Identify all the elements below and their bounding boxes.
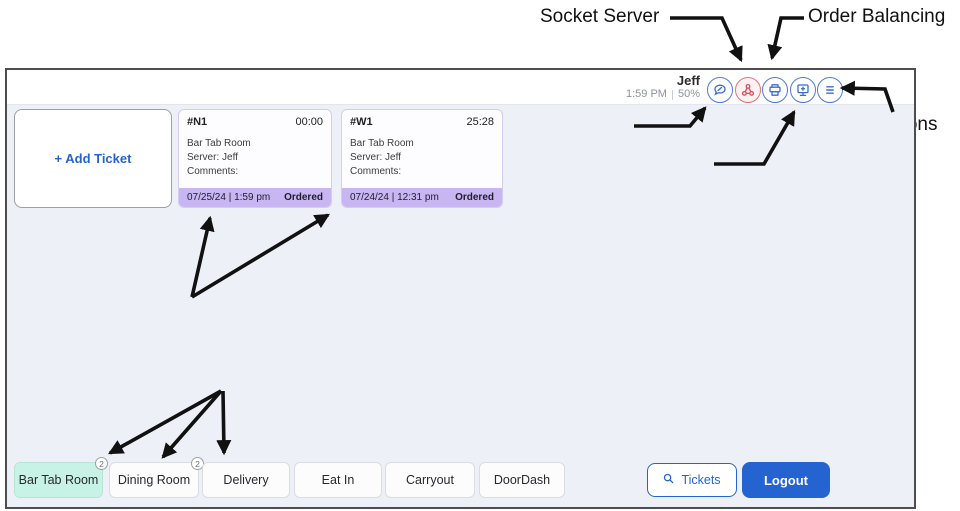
add-ticket-button[interactable]: + Add Ticket xyxy=(14,109,172,208)
annotation-order-balancing: Order Balancing xyxy=(808,6,946,27)
ticket-timer: 00:00 xyxy=(295,116,323,128)
ticket-date: 07/24/24 | 12:31 pm xyxy=(350,192,439,203)
ticket-timer: 25:28 xyxy=(466,116,494,128)
ticket-room: Bar Tab Room xyxy=(350,138,414,149)
ticket-comments: Comments: xyxy=(187,166,239,177)
printer-button[interactable] xyxy=(762,77,788,103)
ticket-room: Bar Tab Room xyxy=(187,138,251,149)
app-header: Jeff 1:59 PM 50% xyxy=(7,70,914,105)
messages-button[interactable] xyxy=(707,77,733,103)
room-ticket-count-badge: 2 xyxy=(95,457,108,470)
ticket-id: #N1 xyxy=(187,116,208,128)
annotation-socket-server: Socket Server xyxy=(540,6,660,27)
user-status-line: 1:59 PM 50% xyxy=(626,88,700,101)
room-button-dining-room[interactable]: Dining Room 2 xyxy=(109,457,204,498)
ticket-status: Ordered xyxy=(284,192,323,203)
ticket-status: Ordered xyxy=(455,192,494,203)
room-button-label: Eat In xyxy=(321,473,355,487)
battery-percent: 50% xyxy=(677,88,700,100)
ticket-server: Server: Jeff xyxy=(350,152,401,163)
divider xyxy=(671,89,673,100)
order-balancing-icon xyxy=(795,82,811,98)
ticket-footer: 07/24/24 | 12:31 pm Ordered xyxy=(342,188,502,207)
options-button[interactable] xyxy=(817,77,843,103)
ticket-id: #W1 xyxy=(350,116,373,128)
clock-time: 1:59 PM xyxy=(626,88,667,100)
ticket-date: 07/25/24 | 1:59 pm xyxy=(187,192,271,203)
user-info: Jeff 1:59 PM 50% xyxy=(626,73,700,101)
printer-icon xyxy=(767,82,783,98)
ticket-footer: 07/25/24 | 1:59 pm Ordered xyxy=(179,188,331,207)
header-icon-row xyxy=(707,77,843,103)
room-button-label: Bar Tab Room xyxy=(18,473,99,487)
room-button-label: Delivery xyxy=(223,473,269,487)
room-button-label: Carryout xyxy=(406,473,454,487)
tickets-search-button[interactable]: Tickets xyxy=(647,463,737,497)
order-balancing-button[interactable] xyxy=(789,77,816,103)
room-button-delivery[interactable]: Delivery xyxy=(202,462,290,498)
room-button-eat-in[interactable]: Eat In xyxy=(294,462,382,498)
room-button-carryout[interactable]: Carryout xyxy=(385,462,475,498)
ticket-card[interactable]: #N1 00:00 Bar Tab Room Server: Jeff Comm… xyxy=(178,109,332,208)
room-button-doordash[interactable]: DoorDash xyxy=(479,462,565,498)
ticket-body: Bar Tab Room Server: Jeff Comments: xyxy=(179,128,331,179)
search-icon xyxy=(663,473,674,487)
pos-app-window: Jeff 1:59 PM 50% xyxy=(5,68,916,509)
messages-icon xyxy=(712,82,728,98)
room-button-bar-tab-room[interactable]: Bar Tab Room 2 xyxy=(14,457,108,498)
ticket-header: #N1 00:00 xyxy=(179,110,331,128)
hamburger-menu-icon xyxy=(822,82,838,98)
ticket-header: #W1 25:28 xyxy=(342,110,502,128)
socket-server-icon xyxy=(740,82,756,98)
user-name: Jeff xyxy=(676,73,700,88)
ticket-server: Server: Jeff xyxy=(187,152,238,163)
ticket-comments: Comments: xyxy=(350,166,402,177)
tickets-button-label: Tickets xyxy=(681,473,721,487)
ticket-body: Bar Tab Room Server: Jeff Comments: xyxy=(342,128,502,179)
logout-button[interactable]: Logout xyxy=(742,462,830,498)
room-button-label: Dining Room xyxy=(117,473,191,487)
socket-server-button[interactable] xyxy=(734,77,761,103)
ticket-card[interactable]: #W1 25:28 Bar Tab Room Server: Jeff Comm… xyxy=(341,109,503,208)
room-button-label: DoorDash xyxy=(493,473,551,487)
